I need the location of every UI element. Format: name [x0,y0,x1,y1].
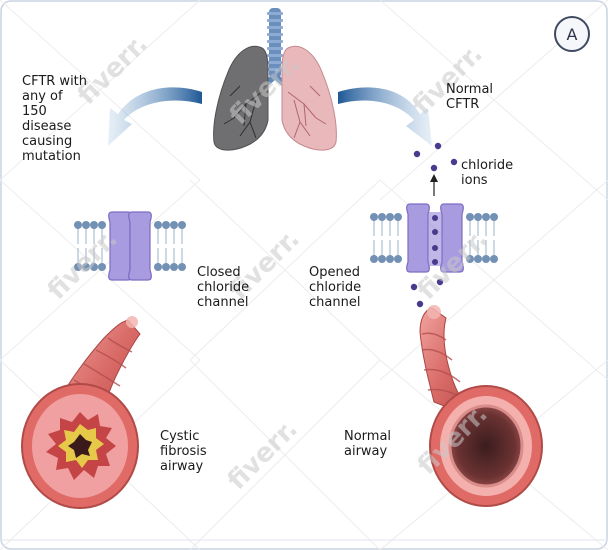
channel-ions [432,215,438,265]
cystic-fibrosis-airway [21,316,141,509]
cf-airway-label: Cystic fibrosis airway [160,429,207,474]
opened-channel-label: Opened chloride channel [309,265,362,310]
healthy-lung [281,45,337,151]
panel-badge: A [554,16,590,52]
ion-flow-arrow [430,174,438,196]
diseased-lung [213,45,269,151]
normal-airway [419,305,543,507]
closed-channel [74,211,186,281]
chloride-ions [410,142,458,308]
closed-channel-label: Closed chloride channel [197,265,250,310]
mutation-label: CFTR with any of 150 disease causing mut… [22,74,88,164]
opened-channel [370,203,498,273]
chloride-ions-label: chloride ions [461,158,514,188]
normal-cftr-label: Normal CFTR [446,82,494,112]
normal-airway-label: Normal airway [344,429,392,459]
right-curved-arrow [338,87,432,146]
left-curved-arrow [108,87,202,146]
